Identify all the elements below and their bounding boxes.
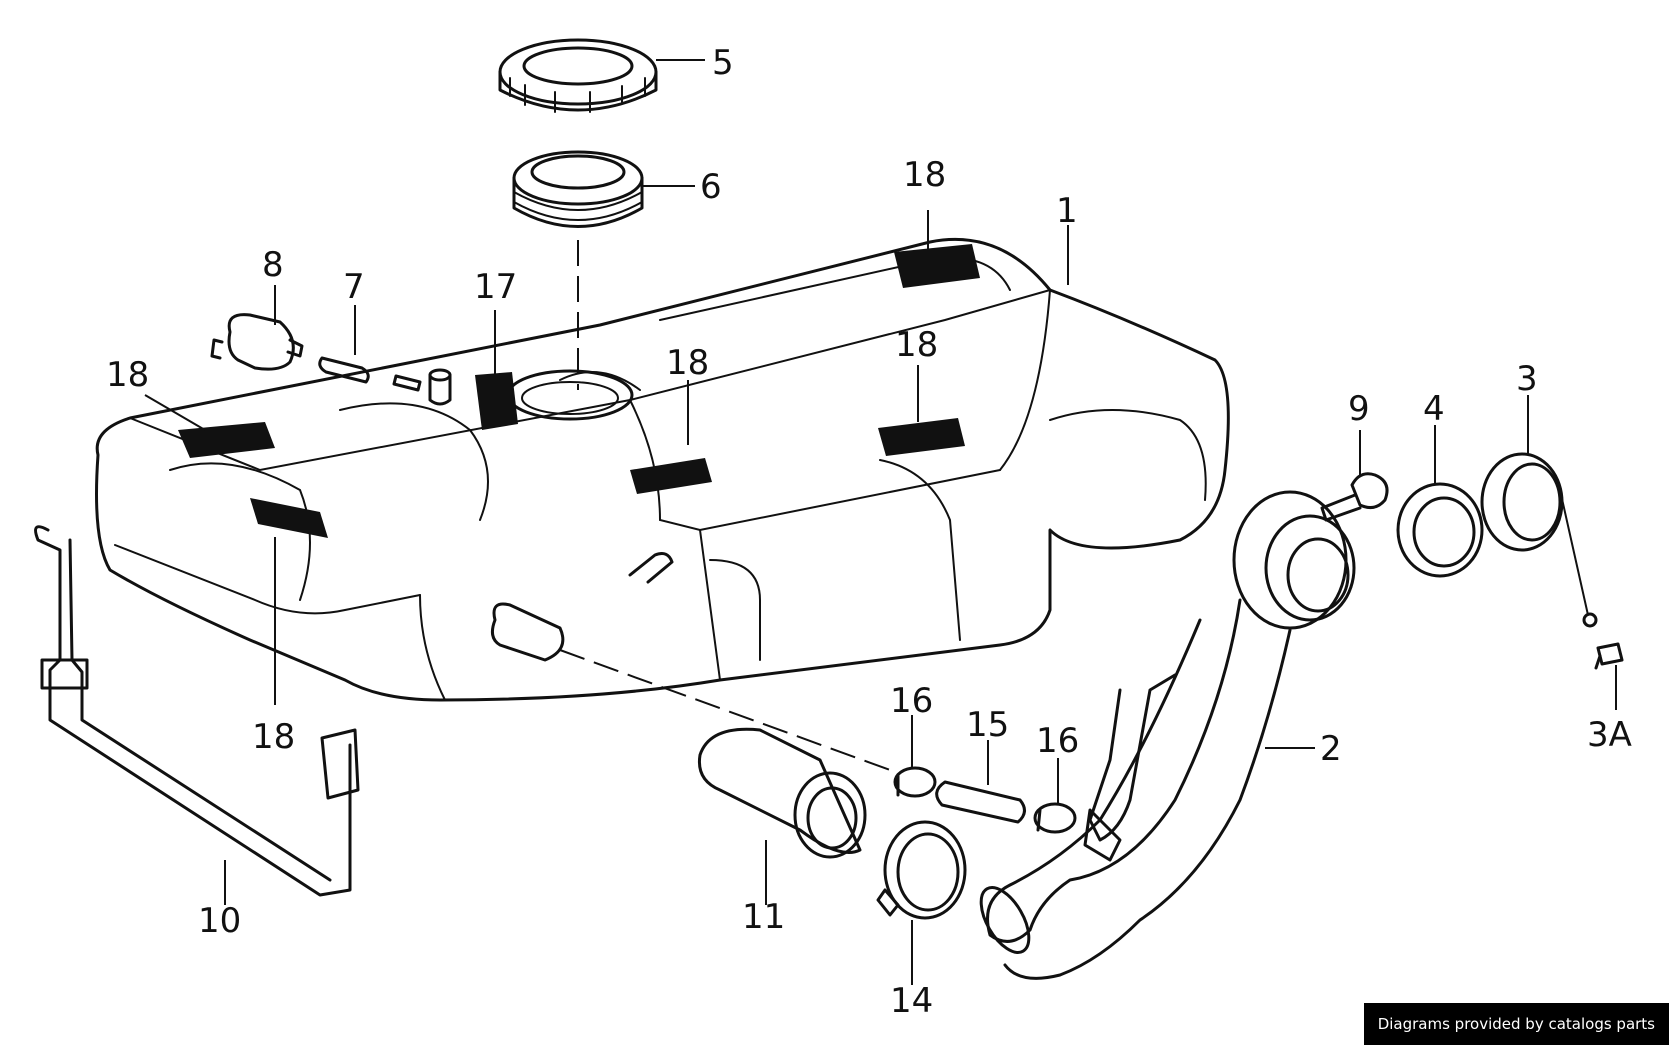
callout-18-center: 18 bbox=[666, 343, 709, 383]
callout-17: 17 bbox=[474, 267, 517, 307]
callout-16-left: 16 bbox=[890, 681, 933, 721]
connector-hose bbox=[935, 780, 1026, 824]
callout-18-right: 18 bbox=[895, 325, 938, 365]
callout-3A: 3A bbox=[1587, 715, 1632, 755]
callout-1: 1 bbox=[1056, 191, 1078, 231]
callout-7: 7 bbox=[343, 267, 365, 307]
callout-10: 10 bbox=[198, 901, 241, 941]
adhesive-pad bbox=[630, 458, 712, 494]
hose-sleeve bbox=[697, 727, 867, 859]
callout-6: 6 bbox=[700, 167, 722, 207]
gasket bbox=[1396, 482, 1484, 578]
adhesive-pad bbox=[475, 372, 518, 430]
locking-ring bbox=[498, 38, 658, 113]
callout-18-top: 18 bbox=[903, 155, 946, 195]
callout-16-right: 16 bbox=[1036, 721, 1079, 761]
seal-ring bbox=[512, 150, 644, 228]
adhesive-pad bbox=[894, 244, 980, 288]
callout-9: 9 bbox=[1348, 389, 1370, 429]
filler-neck bbox=[979, 490, 1356, 980]
retainer-plug bbox=[1594, 642, 1624, 670]
hose bbox=[318, 356, 422, 392]
hose-clamp bbox=[876, 820, 967, 920]
callout-3: 3 bbox=[1516, 359, 1538, 399]
attribution-banner: Diagrams provided by catalogs parts bbox=[1363, 1003, 1669, 1045]
callout-15: 15 bbox=[966, 705, 1009, 745]
callout-5: 5 bbox=[712, 43, 734, 83]
clamp-right bbox=[1033, 802, 1077, 834]
clamp-left bbox=[893, 766, 937, 798]
fuel-tank bbox=[95, 237, 1230, 771]
adhesive-pad bbox=[878, 418, 965, 456]
callout-8: 8 bbox=[262, 245, 284, 285]
callout-18-left: 18 bbox=[106, 355, 149, 395]
callout-labels: 5 6 1 18 8 7 17 18 18 18 18 9 4 3 3A 2 1… bbox=[106, 43, 1632, 1021]
callout-11: 11 bbox=[742, 897, 785, 937]
adhesive-pad bbox=[250, 498, 328, 538]
adhesive-pad bbox=[178, 422, 275, 458]
fuel-filter bbox=[210, 313, 304, 371]
callout-2: 2 bbox=[1320, 729, 1342, 769]
callout-14: 14 bbox=[890, 981, 933, 1021]
bolt bbox=[1320, 472, 1389, 522]
leader-lines bbox=[144, 59, 1617, 985]
fuel-cap bbox=[1480, 452, 1598, 628]
callout-4: 4 bbox=[1423, 389, 1445, 429]
vent-line-bracket bbox=[34, 525, 360, 897]
callout-18-bottom: 18 bbox=[252, 717, 295, 757]
